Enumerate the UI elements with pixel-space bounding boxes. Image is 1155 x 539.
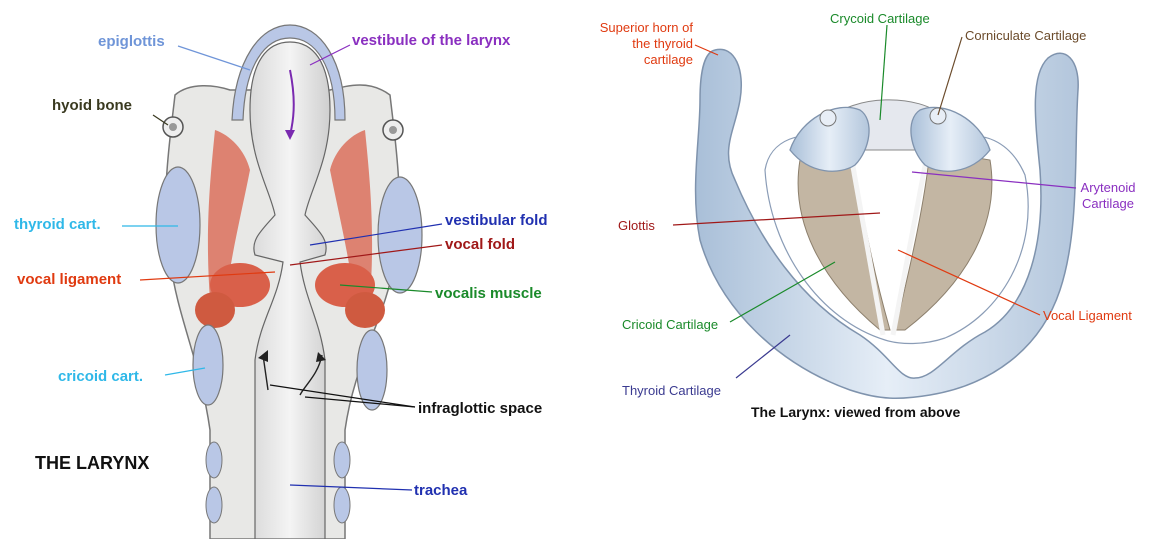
label-superior-horn-line3: cartilage	[585, 52, 693, 68]
label-corniculate-cartilage: Corniculate Cartilage	[965, 29, 1086, 42]
label-cricoid-cartilage: Cricoid Cartilage	[622, 318, 718, 331]
right-diagram-caption: The Larynx: viewed from above	[751, 405, 960, 419]
label-infraglottic-space: infraglottic space	[418, 401, 542, 416]
label-vocal-ligament-right: Vocal Ligament	[1043, 309, 1132, 322]
left-diagram-title: THE LARYNX	[35, 454, 149, 472]
label-vocalis-muscle: vocalis muscle	[435, 286, 542, 301]
label-trachea: trachea	[414, 483, 467, 498]
label-arytenoid-line1: Arytenoid	[1078, 180, 1138, 196]
superior-view-drawing	[696, 49, 1079, 398]
label-vocal-fold: vocal fold	[445, 237, 515, 252]
label-thyroid-cart: thyroid cart.	[14, 217, 101, 232]
label-glottis: Glottis	[618, 219, 655, 232]
label-vestibule: vestibule of the larynx	[352, 33, 510, 48]
label-arytenoid-line2: Cartilage	[1078, 196, 1138, 212]
label-arytenoid-cartilage: Arytenoid Cartilage	[1078, 180, 1138, 212]
label-cricoid-cart: cricoid cart.	[58, 369, 143, 384]
label-vestibular-fold: vestibular fold	[445, 213, 548, 228]
label-epiglottis: epiglottis	[98, 34, 165, 49]
label-vocal-ligament: vocal ligament	[17, 272, 121, 287]
label-thyroid-cartilage: Thyroid Cartilage	[622, 384, 721, 397]
label-superior-horn: Superior horn of the thyroid cartilage	[585, 20, 693, 68]
label-crycoid-cartilage: Crycoid Cartilage	[830, 12, 930, 25]
label-superior-horn-line1: Superior horn of	[585, 20, 693, 36]
coronal-section-drawing	[156, 25, 422, 539]
label-hyoid-bone: hyoid bone	[52, 98, 132, 113]
label-superior-horn-line2: the thyroid	[585, 36, 693, 52]
